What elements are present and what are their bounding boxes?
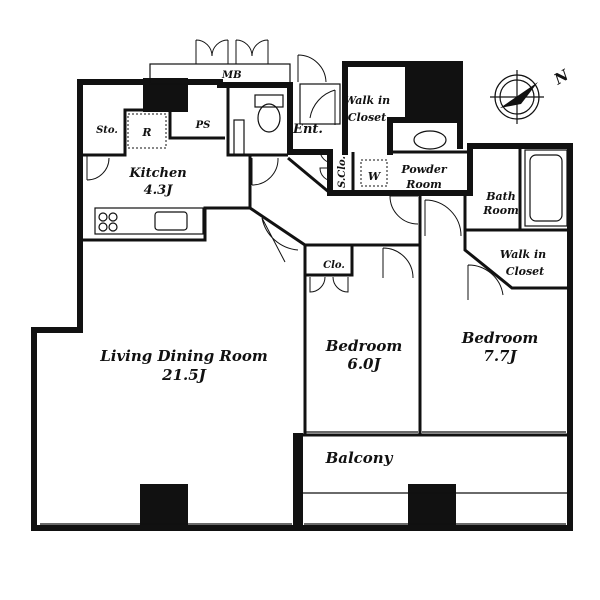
structural-columns — [140, 64, 458, 528]
entrance-label: Ent. — [292, 122, 323, 137]
toilet — [233, 94, 284, 186]
bedroom1-size: 6.0J — [347, 355, 381, 373]
compass-north-label: N — [550, 65, 573, 89]
living-name: Living Dining Room — [99, 347, 268, 365]
north-compass-icon: N — [490, 65, 573, 124]
bath-line2: Room — [482, 204, 518, 217]
powder-line2: Room — [405, 178, 441, 191]
bedroom1-name: Bedroom — [325, 337, 403, 355]
powder-line1: Powder — [400, 163, 447, 176]
fridge-label: R — [141, 126, 151, 139]
powder-fixtures: W — [360, 130, 462, 237]
balcony-name: Balcony — [325, 449, 394, 467]
walkin2-line1: Walk in — [500, 248, 546, 261]
windows — [40, 431, 570, 525]
closet-label: Clo. — [323, 260, 345, 271]
entrance-door — [297, 54, 341, 125]
kitchen-fixtures: R — [86, 113, 204, 235]
room-labels: Kitchen 4.3J Living Dining Room 21.5J Be… — [96, 94, 546, 467]
walkin2-line2: Closet — [506, 265, 545, 278]
shoe-closet-label: S.Clo. — [337, 156, 348, 188]
bathtub — [524, 149, 568, 227]
living-size: 21.5J — [161, 366, 207, 384]
kitchen-size: 4.3J — [144, 183, 174, 198]
bedroom2-size: 7.7J — [483, 347, 517, 365]
doors — [261, 89, 504, 300]
meter-box: MB — [149, 39, 291, 85]
kitchen-name: Kitchen — [128, 166, 186, 181]
bath-line1: Bath — [485, 190, 516, 203]
washer-label: W — [368, 170, 382, 183]
walkin1-line1: Walk in — [344, 94, 390, 107]
bedroom2-name: Bedroom — [461, 329, 539, 347]
mb-label: MB — [221, 70, 242, 81]
storage-label: Sto. — [96, 125, 118, 136]
walkin1-line2: Closet — [348, 111, 387, 124]
ps-label: PS — [195, 120, 211, 131]
